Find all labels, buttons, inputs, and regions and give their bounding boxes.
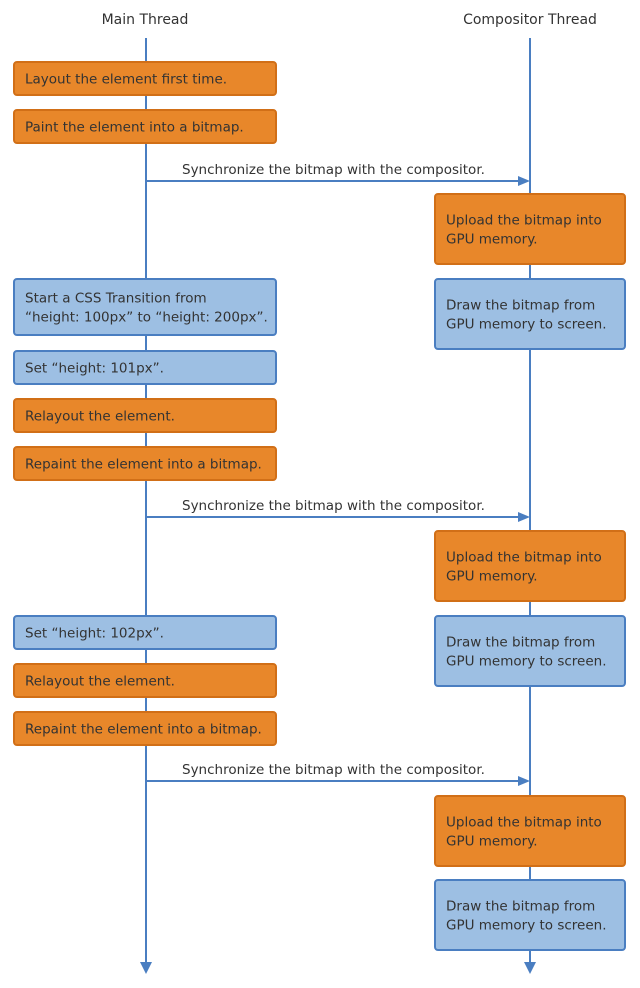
main-step-box xyxy=(13,446,277,481)
main-step-box xyxy=(13,663,277,698)
main-step-box xyxy=(13,711,277,746)
compositor-step-box xyxy=(434,795,626,867)
compositor-step-label: GPU memory. xyxy=(446,232,538,248)
main-step: Start a CSS Transition from “height: 100p… xyxy=(13,278,277,336)
sync-message: Synchronize the bitmap with the composit… xyxy=(146,498,530,522)
compositor-step-label: Draw the bitmap from xyxy=(446,635,595,651)
main-step: Layout the element first time. xyxy=(13,61,277,96)
compositor-thread-header: Compositor Thread xyxy=(463,12,597,28)
main-step-box xyxy=(13,109,277,144)
main-step-label: Repaint the element into a bitmap. xyxy=(25,457,262,473)
compositor-step-box xyxy=(434,530,626,602)
sync-message: Synchronize the bitmap with the composit… xyxy=(146,762,530,786)
main-step: Repaint the element into a bitmap. xyxy=(13,711,277,746)
compositor-step-label: Upload the bitmap into xyxy=(446,213,602,229)
sync-message: Synchronize the bitmap with the composit… xyxy=(146,162,530,186)
main-thread-header: Main Thread xyxy=(102,12,189,28)
sync-label: Synchronize the bitmap with the composit… xyxy=(182,762,485,778)
main-thread-lifeline-arrowhead xyxy=(140,962,152,974)
main-step: Set “height: 101px”. xyxy=(13,350,277,385)
compositor-step-label: Upload the bitmap into xyxy=(446,815,602,831)
main-step-box xyxy=(13,278,277,336)
main-step-label: Set “height: 102px”. xyxy=(25,626,164,642)
sync-arrowhead xyxy=(518,776,530,786)
compositor-step-box xyxy=(434,879,626,951)
compositor-step-box xyxy=(434,278,626,350)
compositor-step-label: Upload the bitmap into xyxy=(446,550,602,566)
compositor-step-label: GPU memory. xyxy=(446,569,538,585)
main-step-box xyxy=(13,615,277,650)
main-step: Relayout the element. xyxy=(13,663,277,698)
main-step-label: Relayout the element. xyxy=(25,674,175,690)
main-step: Repaint the element into a bitmap. xyxy=(13,446,277,481)
sync-arrowhead xyxy=(518,176,530,186)
compositor-step-label: Draw the bitmap from xyxy=(446,899,595,915)
compositor-step-label: GPU memory. xyxy=(446,834,538,850)
main-step-label: Relayout the element. xyxy=(25,409,175,425)
main-step-box xyxy=(13,398,277,433)
main-step-label: Layout the element first time. xyxy=(25,72,227,88)
sync-arrowhead xyxy=(518,512,530,522)
main-step-box xyxy=(13,350,277,385)
main-step-box xyxy=(13,61,277,96)
compositor-step-box xyxy=(434,615,626,687)
compositor-step-label: GPU memory to screen. xyxy=(446,317,606,333)
sync-label: Synchronize the bitmap with the composit… xyxy=(182,498,485,514)
compositor-step-label: GPU memory to screen. xyxy=(446,654,606,670)
compositor-step-label: GPU memory to screen. xyxy=(446,918,606,934)
compositor-step-box xyxy=(434,193,626,265)
compositor-step-label: Draw the bitmap from xyxy=(446,298,595,314)
main-step-label: “height: 100px” to “height: 200px”. xyxy=(25,310,268,326)
main-step-label: Start a CSS Transition from xyxy=(25,291,207,307)
main-step: Set “height: 102px”. xyxy=(13,615,277,650)
main-step: Paint the element into a bitmap. xyxy=(13,109,277,144)
main-step: Relayout the element. xyxy=(13,398,277,433)
main-step-label: Set “height: 101px”. xyxy=(25,361,164,377)
sync-label: Synchronize the bitmap with the composit… xyxy=(182,162,485,178)
compositor-thread-lifeline-arrowhead xyxy=(524,962,536,974)
main-step-label: Repaint the element into a bitmap. xyxy=(25,722,262,738)
main-step-label: Paint the element into a bitmap. xyxy=(25,120,244,136)
